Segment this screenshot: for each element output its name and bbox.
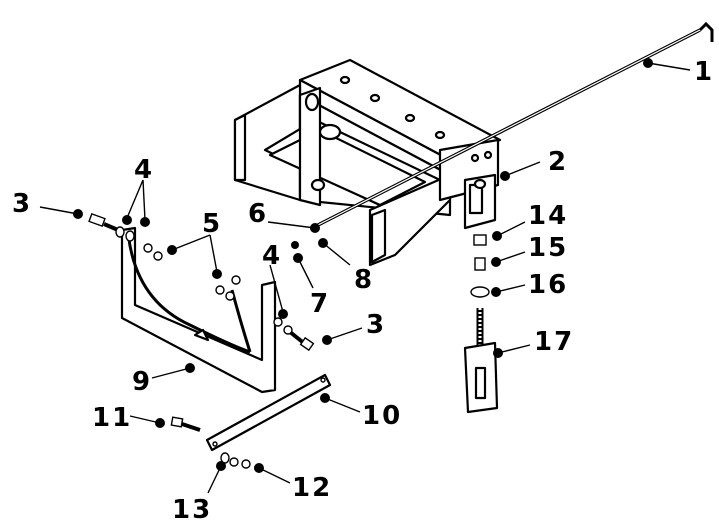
adjuster-stack (463, 234, 499, 414)
callout-10: 10 (362, 401, 402, 431)
callout-14: 14 (528, 201, 568, 231)
callout-1: 1 (694, 57, 714, 87)
frame-assembly (233, 58, 502, 267)
callout-11: 11 (92, 403, 132, 433)
callout-15: 15 (528, 233, 568, 263)
callout-3-left: 3 (12, 189, 32, 219)
control-rod (317, 21, 714, 227)
callout-12: 12 (292, 473, 332, 503)
callout-4-middle: 4 (262, 241, 282, 271)
callout-13: 13 (172, 495, 212, 525)
callout-6: 6 (248, 199, 268, 229)
callout-7: 7 (310, 289, 330, 319)
callout-9: 9 (132, 367, 152, 397)
callout-16: 16 (528, 270, 568, 300)
callout-2: 2 (548, 147, 568, 177)
leaders (39, 58, 691, 494)
part-labels: 1 2 3 3 4 4 5 6 7 8 9 10 11 12 13 14 15 … (12, 57, 714, 525)
hardware (88, 212, 315, 469)
support-bar (205, 373, 332, 452)
callout-4-top: 4 (134, 155, 154, 185)
callout-17: 17 (534, 327, 574, 357)
callout-3-right: 3 (366, 310, 386, 340)
callout-8: 8 (354, 265, 374, 295)
callout-5: 5 (202, 209, 222, 239)
